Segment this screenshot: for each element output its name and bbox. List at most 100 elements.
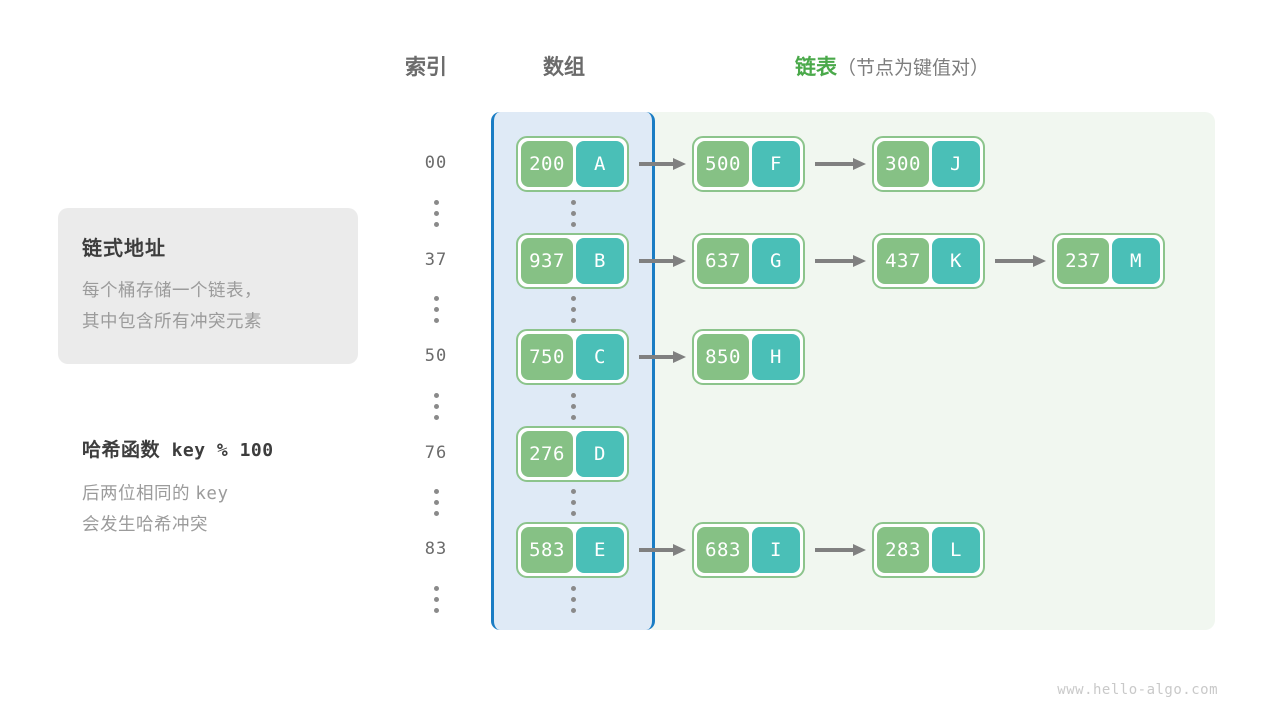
header-linked-list: 链表（节点为键值对） [795, 50, 989, 87]
bucket-node-83-key: 583 [521, 527, 573, 573]
ellipsis-dot [570, 211, 576, 216]
array-ellipsis-1 [568, 200, 578, 227]
index-ellipsis-5 [431, 586, 441, 613]
bucket-node-37-key: 937 [521, 238, 573, 284]
ellipsis-dot [570, 597, 576, 602]
column-headers: 索引 数组 链表（节点为键值对） [0, 50, 1280, 86]
ellipsis-dot [570, 608, 576, 613]
ellipsis-dot [433, 318, 439, 323]
header-linked-list-main: 链表 [795, 56, 837, 79]
hash-body-text: 后两位相同的 [82, 483, 190, 503]
chain-node-83-1-key: 683 [697, 527, 749, 573]
index-label-76: 76 [424, 443, 448, 463]
chain-node-37-3-key: 237 [1057, 238, 1109, 284]
ellipsis-dot [433, 307, 439, 312]
chain-node-37-1-key: 637 [697, 238, 749, 284]
bucket-node-50-key: 750 [521, 334, 573, 380]
ellipsis-dot [433, 404, 439, 409]
arrow-shaft [639, 259, 674, 263]
arrow-shaft [639, 548, 674, 552]
header-array: 数组 [543, 56, 585, 79]
arrow-head [853, 255, 866, 267]
bucket-node-76-value: D [576, 431, 624, 477]
index-ellipsis-3 [431, 393, 441, 420]
array-ellipsis-2 [568, 296, 578, 323]
arrow-37-2 [995, 255, 1046, 267]
ellipsis-dot [570, 200, 576, 205]
info-card-title: 链式地址 [82, 238, 166, 260]
bucket-node-00-value: A [576, 141, 624, 187]
ellipsis-dot [570, 222, 576, 227]
header-linked-list-sub: （节点为键值对） [837, 58, 990, 79]
array-ellipsis-4 [568, 489, 578, 516]
array-ellipsis-3 [568, 393, 578, 420]
arrow-head [853, 158, 866, 170]
arrow-00-0 [639, 158, 686, 170]
ellipsis-dot [570, 318, 576, 323]
bucket-node-83-value: E [576, 527, 624, 573]
chain-node-83-1-value: I [752, 527, 800, 573]
hash-function-body: 后两位相同的 key 会发生哈希冲突 [82, 478, 228, 539]
hash-function-expression: key % 100 [171, 440, 274, 461]
chain-node-00-1-key: 500 [697, 141, 749, 187]
ellipsis-dot [570, 307, 576, 312]
bucket-node-76-key: 276 [521, 431, 573, 477]
chain-node-00-2-value: J [932, 141, 980, 187]
ellipsis-dot [570, 393, 576, 398]
ellipsis-dot [570, 415, 576, 420]
arrow-shaft [815, 259, 854, 263]
info-card [58, 208, 358, 364]
arrow-shaft [639, 355, 674, 359]
hash-function-body-line-2: 会发生哈希冲突 [82, 514, 208, 534]
ellipsis-dot [433, 597, 439, 602]
ellipsis-dot [570, 586, 576, 591]
arrow-shaft [995, 259, 1034, 263]
chain-node-37-3-value: M [1112, 238, 1160, 284]
bucket-node-00-key: 200 [521, 141, 573, 187]
arrow-50-0 [639, 351, 686, 363]
ellipsis-dot [433, 200, 439, 205]
ellipsis-dot [433, 222, 439, 227]
ellipsis-dot [433, 489, 439, 494]
hash-function-title: 哈希函数 key % 100 [82, 435, 274, 462]
bucket-node-37-value: B [576, 238, 624, 284]
chain-node-00-2-key: 300 [877, 141, 929, 187]
ellipsis-dot [433, 415, 439, 420]
ellipsis-dot [433, 586, 439, 591]
ellipsis-dot [433, 511, 439, 516]
info-card-body-line-1: 每个桶存储一个链表， [82, 280, 262, 300]
ellipsis-dot [570, 404, 576, 409]
info-card-body-line-2: 其中包含所有冲突元素 [82, 311, 262, 331]
header-index: 索引 [405, 56, 447, 79]
ellipsis-dot [433, 608, 439, 613]
ellipsis-dot [433, 211, 439, 216]
arrow-00-1 [815, 158, 866, 170]
ellipsis-dot [570, 296, 576, 301]
chain-node-37-2-key: 437 [877, 238, 929, 284]
arrow-83-0 [639, 544, 686, 556]
arrow-head [853, 544, 866, 556]
index-ellipsis-2 [431, 296, 441, 323]
chain-node-00-1-value: F [752, 141, 800, 187]
array-ellipsis-5 [568, 586, 578, 613]
index-label-00: 00 [424, 153, 448, 173]
index-ellipsis-4 [431, 489, 441, 516]
hash-body-code: key [195, 484, 229, 504]
arrow-head [1033, 255, 1046, 267]
ellipsis-dot [570, 500, 576, 505]
arrow-shaft [815, 548, 854, 552]
arrow-head [673, 544, 686, 556]
chain-node-37-2-value: K [932, 238, 980, 284]
ellipsis-dot [570, 489, 576, 494]
